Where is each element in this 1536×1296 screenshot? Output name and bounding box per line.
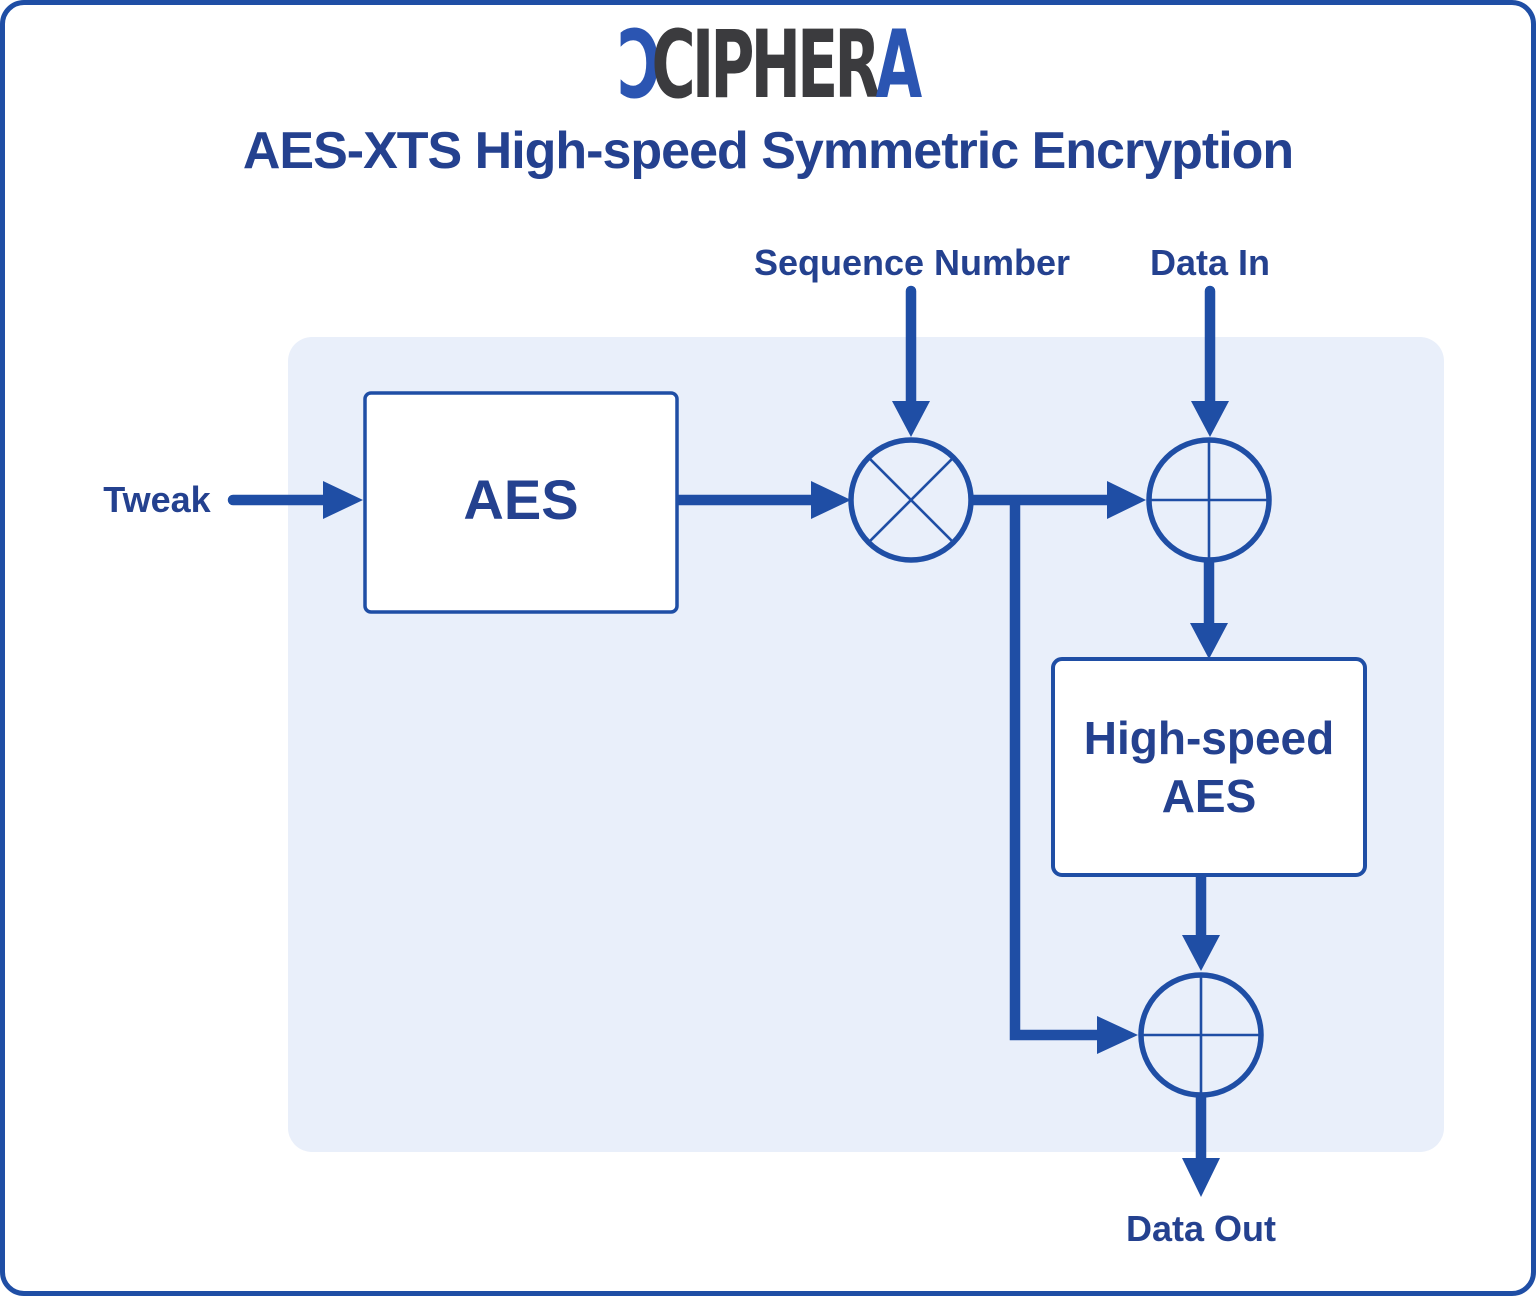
sequence-number-label: Sequence Number (754, 242, 1070, 283)
logo-word: CIPHER (651, 11, 881, 120)
tweak-label: Tweak (103, 479, 211, 520)
sequence-number-arrowhead (892, 401, 930, 437)
high-speed-aes-label-line1: High-speed (1084, 712, 1334, 764)
multiply-cross-diagonal-2 (867, 456, 955, 544)
xor-to-hsaes-arrowhead (1190, 623, 1228, 659)
xiphera-logo: ƆCIPHERA (280, 19, 1257, 113)
tweak-branch-arrowhead (1097, 1016, 1138, 1054)
logo-open-c-glyph: Ɔ (617, 11, 662, 120)
aes-to-multiplier-arrowhead (811, 481, 851, 519)
tweak-branch-line (1009, 495, 1097, 1041)
multiplier-to-xor-arrowhead (1107, 481, 1146, 519)
aes-block-label: AES (463, 468, 578, 531)
data-in-arrowhead (1191, 401, 1229, 437)
data-in-label: Data In (1150, 242, 1270, 283)
data-out-arrowhead (1182, 1158, 1220, 1197)
tweak-arrowhead (323, 481, 363, 519)
aes-xts-diagram: AES High-speed AES (103, 242, 1444, 1249)
high-speed-aes-block (1051, 657, 1367, 877)
hsaes-to-xor-arrowhead (1182, 935, 1220, 971)
page-title: AES-XTS High-speed Symmetric Encryption (242, 122, 1294, 180)
logo-a-glyph: A (875, 11, 923, 120)
high-speed-aes-label-line2: AES (1162, 770, 1257, 822)
data-out-label: Data Out (1126, 1208, 1276, 1249)
